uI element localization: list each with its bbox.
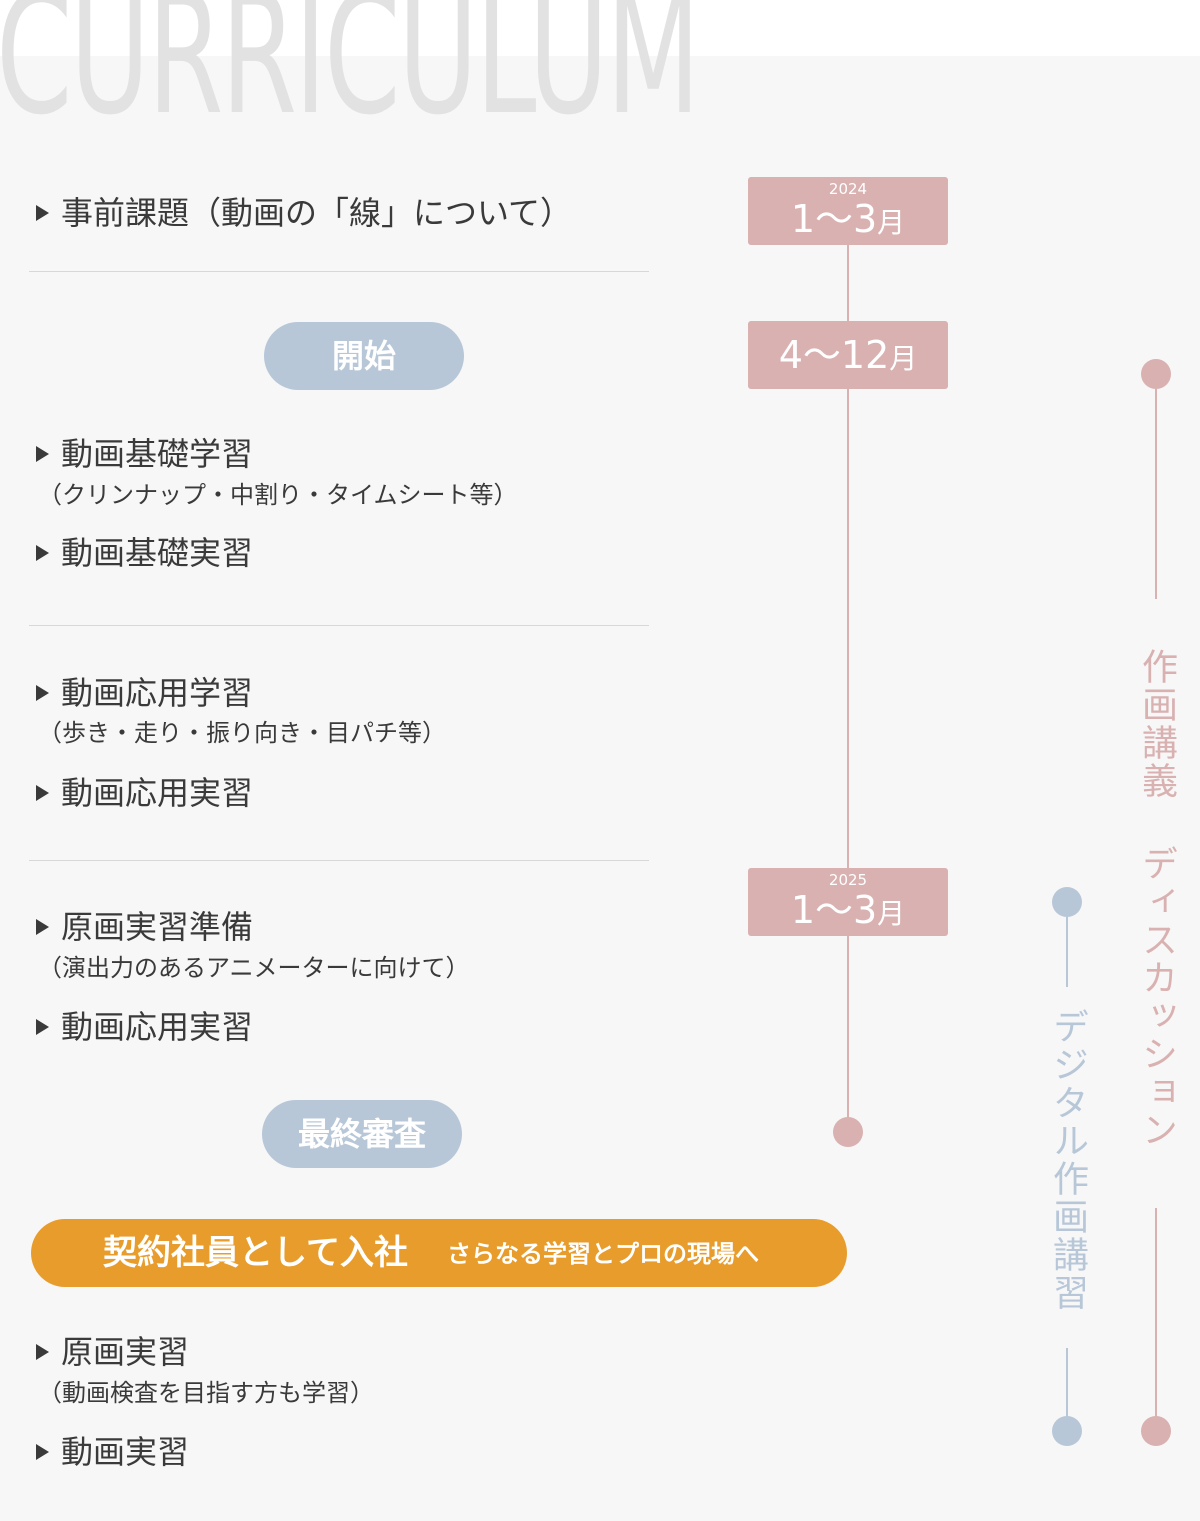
item-label: 動画基礎実習 — [61, 534, 254, 572]
list-item-applied-study: 動画応用学習 — [36, 673, 253, 713]
list-item-basic-study: 動画基礎学習 — [36, 434, 253, 474]
page-title: CURRICULUM — [0, 0, 700, 152]
date-year: 2025 — [828, 871, 868, 889]
final-review-pill: 最終審査 — [262, 1100, 462, 1168]
item-note: （動画検査を目指す方も学習） — [38, 1379, 374, 1407]
play-triangle-icon — [36, 205, 49, 221]
banner-title: 契約社員として入社 — [103, 1233, 408, 1273]
drawing-lecture-label: 作画講義 — [1136, 648, 1177, 800]
play-triangle-icon — [36, 785, 49, 801]
date-range: 4〜12 — [778, 333, 890, 377]
timeline-line — [847, 389, 849, 868]
list-item-pre-assignment: 事前課題（動画の「線」について） — [36, 193, 572, 233]
item-label: 動画応用学習 — [61, 674, 254, 712]
play-triangle-icon — [36, 1344, 49, 1360]
date-badge: 4〜12月 — [748, 321, 948, 389]
item-label: 動画応用実習 — [61, 774, 254, 812]
item-note: （歩き・走り・振り向き・目パチ等） — [38, 719, 446, 747]
date-range: 1〜3 — [790, 888, 878, 932]
divider — [29, 625, 649, 626]
list-item-keyframe-prep: 原画実習準備 — [36, 907, 253, 947]
item-note: （クリンナップ・中割り・タイムシート等） — [38, 481, 518, 509]
side-track-line — [1155, 389, 1157, 599]
list-item-keyframe-practice: 原画実習 — [36, 1332, 189, 1372]
play-triangle-icon — [36, 1444, 49, 1460]
timeline-end-dot — [833, 1117, 863, 1147]
date-unit: 月 — [877, 897, 906, 930]
timeline-line — [847, 936, 849, 1118]
play-triangle-icon — [36, 545, 49, 561]
side-track-line — [1155, 1208, 1157, 1418]
play-triangle-icon — [36, 446, 49, 462]
divider — [29, 860, 649, 861]
list-item-basic-practice: 動画基礎実習 — [36, 533, 253, 573]
divider — [29, 271, 649, 272]
side-track-dot — [1052, 887, 1082, 917]
side-track-dot — [1141, 1416, 1171, 1446]
side-track-dot — [1052, 1416, 1082, 1446]
side-track-dot — [1141, 359, 1171, 389]
start-pill: 開始 — [264, 322, 464, 390]
play-triangle-icon — [36, 919, 49, 935]
item-note: （演出力のあるアニメーターに向けて） — [38, 954, 470, 982]
list-item-applied-practice-2: 動画応用実習 — [36, 1007, 253, 1047]
item-label: 事前課題（動画の「線」について） — [61, 194, 573, 232]
date-unit: 月 — [877, 206, 906, 239]
date-badge: 2025 1〜3月 — [748, 868, 948, 936]
list-item-applied-practice: 動画応用実習 — [36, 773, 253, 813]
date-year: 2024 — [828, 180, 868, 198]
item-label: 原画実習準備 — [61, 908, 254, 946]
list-item-inbetween-practice: 動画実習 — [36, 1432, 189, 1472]
play-triangle-icon — [36, 685, 49, 701]
date-badge: 2024 1〜3月 — [748, 177, 948, 245]
discussion-label: ディスカッション — [1136, 845, 1177, 1149]
timeline-line — [847, 245, 849, 321]
play-triangle-icon — [36, 1019, 49, 1035]
digital-drawing-label: デジタル作画講習 — [1047, 1008, 1088, 1312]
hire-banner: 契約社員として入社 さらなる学習とプロの現場へ — [31, 1219, 847, 1287]
side-track-line — [1066, 1348, 1068, 1418]
banner-subtitle: さらなる学習とプロの現場へ — [447, 1240, 759, 1268]
item-label: 動画実習 — [61, 1433, 190, 1471]
item-label: 原画実習 — [61, 1333, 190, 1371]
item-label: 動画基礎学習 — [61, 435, 254, 473]
side-track-line — [1066, 917, 1068, 987]
date-range: 1〜3 — [790, 197, 878, 241]
item-label: 動画応用実習 — [61, 1008, 254, 1046]
date-unit: 月 — [889, 342, 918, 375]
